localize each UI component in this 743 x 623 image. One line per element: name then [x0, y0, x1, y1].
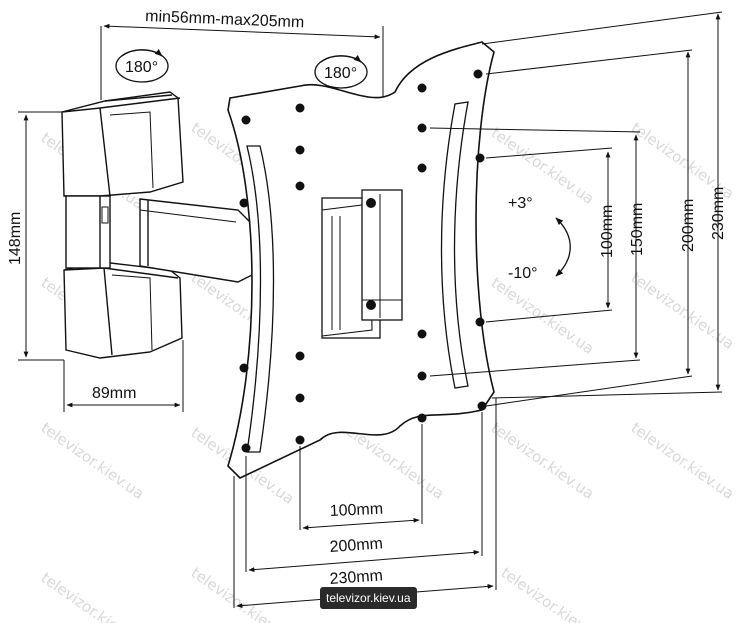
swivel-left-badge: 180° — [115, 49, 169, 83]
watermark-text: televizor.kiev.ua — [628, 419, 738, 503]
watermark-text: televizor.kiev.ua — [498, 564, 608, 623]
watermark-text: televizor.kiev.ua — [38, 419, 148, 503]
wall-plate-depth-label: 89mm — [92, 385, 136, 402]
arm-extension-dimension — [100, 23, 384, 100]
vesa-v-200-label: 200mm — [680, 199, 697, 252]
swivel-right-label: 180° — [324, 65, 357, 82]
vesa-vertical-dimensions — [429, 11, 723, 407]
arm-extension-label: min56mm-max205mm — [145, 8, 305, 31]
swivel-left-label: 180° — [125, 59, 158, 76]
vesa-plate — [227, 41, 495, 479]
vesa-v-150-label: 150mm — [629, 203, 646, 256]
wall-bracket — [61, 91, 259, 359]
watermark-text: televizor.kiev.ua — [488, 419, 598, 503]
watermark-text: televizor.kiev.ua — [488, 274, 598, 358]
vesa-h-100-label: 100mm — [329, 501, 383, 520]
watermark-text: televizor.kiev.ua — [628, 269, 738, 353]
vesa-v-230-label: 230mm — [710, 187, 727, 240]
site-badge: televizor.kiev.ua — [320, 587, 417, 609]
tilt-up-label: +3° — [508, 195, 533, 212]
vesa-v-100-label: 100mm — [599, 205, 616, 258]
vesa-h-230-label: 230mm — [329, 567, 383, 588]
wall-plate-depth-dimension — [63, 340, 184, 412]
mounting-holes — [239, 69, 487, 453]
arm-height-label: 148mm — [7, 212, 24, 265]
vesa-horizontal-dimensions — [233, 398, 497, 608]
arm-height-dimension — [18, 111, 64, 361]
watermark-text: televizor.kiev.ua — [38, 569, 148, 623]
vesa-h-200-label: 200mm — [329, 535, 383, 556]
watermark-text: televizor.kiev.ua — [188, 564, 298, 623]
swivel-right-badge: 180° — [314, 55, 368, 89]
tilt-indicator: +3° -10° — [508, 195, 571, 282]
watermark-text: televizor.kiev.ua — [488, 124, 598, 208]
tilt-down-label: -10° — [508, 265, 538, 282]
